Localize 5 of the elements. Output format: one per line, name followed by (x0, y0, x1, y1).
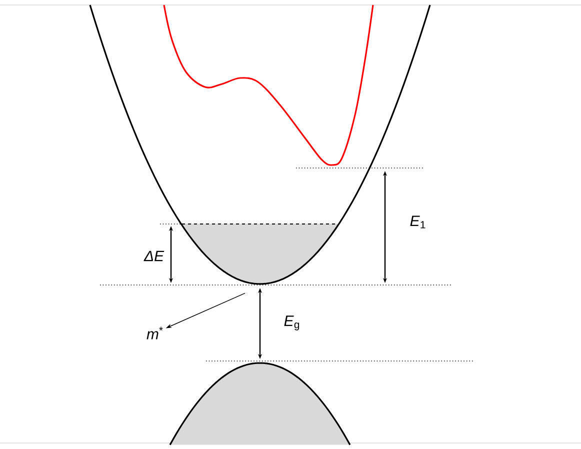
energy-label: ΔE (144, 250, 164, 262)
energy-label: E$_{1}$ (410, 216, 426, 228)
mass-label: m$^{*}$ (146, 326, 163, 340)
conduction-band-curve (89, 4, 431, 285)
energy-label: E$_{g}$ (284, 316, 300, 330)
